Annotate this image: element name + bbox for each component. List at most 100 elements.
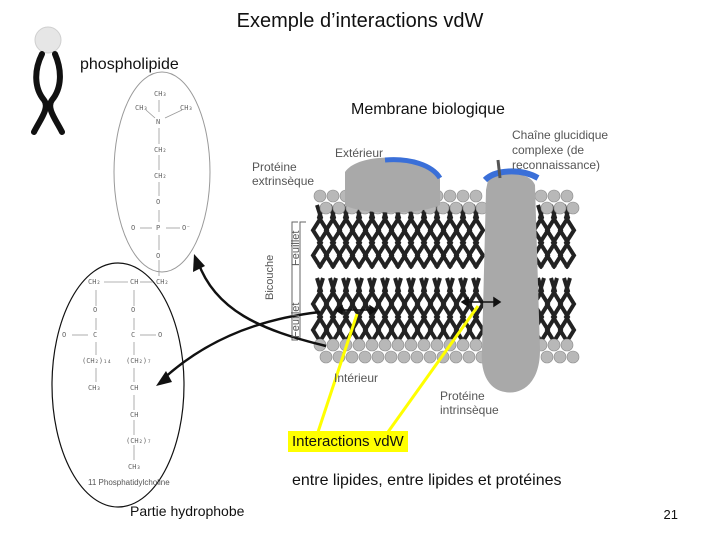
lipid-tail [472,277,486,345]
mol-ch3-a: CH₃ [154,90,167,98]
lipid-head [352,338,366,352]
mol-p: P [156,224,161,232]
mol-c-a: C [93,331,98,339]
mol-ch-f: CH [130,411,139,419]
lipid-head [469,338,483,352]
lipid-tail [563,204,577,270]
lipid-head [469,189,483,203]
mol-o-a: O [156,198,161,206]
lipid-head [326,189,340,203]
mol-ch3-c: CH₃ [180,104,193,112]
lipid-head [397,350,411,364]
lipid-head [365,338,379,352]
slide-title: Exemple d’interactions vdW [236,10,484,32]
phospholipid-label: phospholipide [80,56,179,73]
mol-o-b: O [156,252,161,260]
mol-ch2-a: CH₂ [154,146,167,154]
molecule-caption: 11 Phosphatidylcholine [88,478,170,487]
membrane-label: Membrane biologique [351,101,505,118]
page-number: 21 [663,507,678,522]
lipid-head [358,350,372,364]
lipid-head [547,338,561,352]
lipid-tail [472,204,486,270]
mol-ch2-7b: (CH₂)₇ [126,437,152,445]
lipid-head [553,201,567,215]
lipid-head [417,338,431,352]
bilayer-label: Bicouche [264,254,276,300]
lipid-head [326,338,340,352]
mol-c-b: C [131,331,136,339]
mol-ch3-d: CH₃ [88,384,101,392]
exterior-label: Extérieur [335,146,384,160]
lipid-head [566,350,580,364]
lipid-head [391,338,405,352]
mol-ch2-7: (CH₂)₇ [126,357,152,365]
lipid-head [430,338,444,352]
mol-ch2-b: CH₂ [154,172,167,180]
mol-ch-e: CH [130,384,139,392]
lipid-head [384,350,398,364]
arrowhead-up-icon [193,254,205,272]
mol-o-f: O [158,331,163,339]
mol-o-c: O [93,306,98,314]
mol-ch2-d: CH₂ [156,278,169,286]
lipid-head [449,350,463,364]
lipid-head [547,189,561,203]
lipid-head [443,189,457,203]
mol-ch2-14: (CH₂)₁₄ [82,357,112,365]
lipid-head [456,189,470,203]
mol-ch2-c: CH₂ [88,278,101,286]
mol-o-d: O [131,306,136,314]
intrinsic-protein-shape [481,173,540,393]
lipid-head [534,189,548,203]
lipid-head [371,350,385,364]
molecule-bonds [72,100,183,460]
lipid-head [540,201,554,215]
extrinsic-protein-shape [345,157,440,213]
polar-head-ellipse [113,71,211,273]
mol-o-left: O [131,224,136,232]
lipid-head [462,201,476,215]
lipid-head [566,201,580,215]
lipid-head [319,201,333,215]
glycan-chain-label: Chaîne glucidique complexe (de reconnais… [512,128,609,172]
mol-o-e: O [62,331,67,339]
lipid-head [404,338,418,352]
extrinsic-glycan-shape [384,157,443,180]
arrowhead-down-icon [156,371,172,386]
lipid-head [423,350,437,364]
lipid-head [553,350,567,364]
mol-o-minus: O⁻ [182,224,191,232]
vdw-subtitle: entre lipides, entre lipides et protéine… [292,472,562,489]
lipid-head [410,350,424,364]
lipid-head [378,338,392,352]
lipid-head [462,350,476,364]
vdw-highlight-box: Interactions vdW [288,431,408,452]
mol-ch: CH [130,278,139,286]
lipid-tail [563,277,577,345]
lipid-head [319,350,333,364]
leaflet-top-label: Feuillet [290,230,302,266]
extrinsic-protein-label: Protéine extrinsèque [252,160,315,188]
lipid-head [449,201,463,215]
hydrophobic-ellipse [51,262,185,508]
mol-n: N [156,118,161,126]
glycan-stem-shape [496,159,502,179]
lipid-head [540,350,554,364]
leaflet-bottom-label: Feuillet [290,302,302,338]
hydrophobic-label: Partie hydrophobe [130,503,245,519]
vdw-double-arrows [334,296,502,316]
lipid-head [332,201,346,215]
lipid-head [560,338,574,352]
vdw-pointer-lines [316,305,480,433]
lipid-head [345,350,359,364]
glycan-chain-shape [482,168,540,183]
interior-label: Intérieur [334,371,379,385]
curved-arrows [161,261,327,381]
lipid-head [456,338,470,352]
phospholipid-icon [31,26,65,135]
lipid-head [313,189,327,203]
mol-ch3-e: CH₃ [128,463,141,471]
lipid-head [560,189,574,203]
